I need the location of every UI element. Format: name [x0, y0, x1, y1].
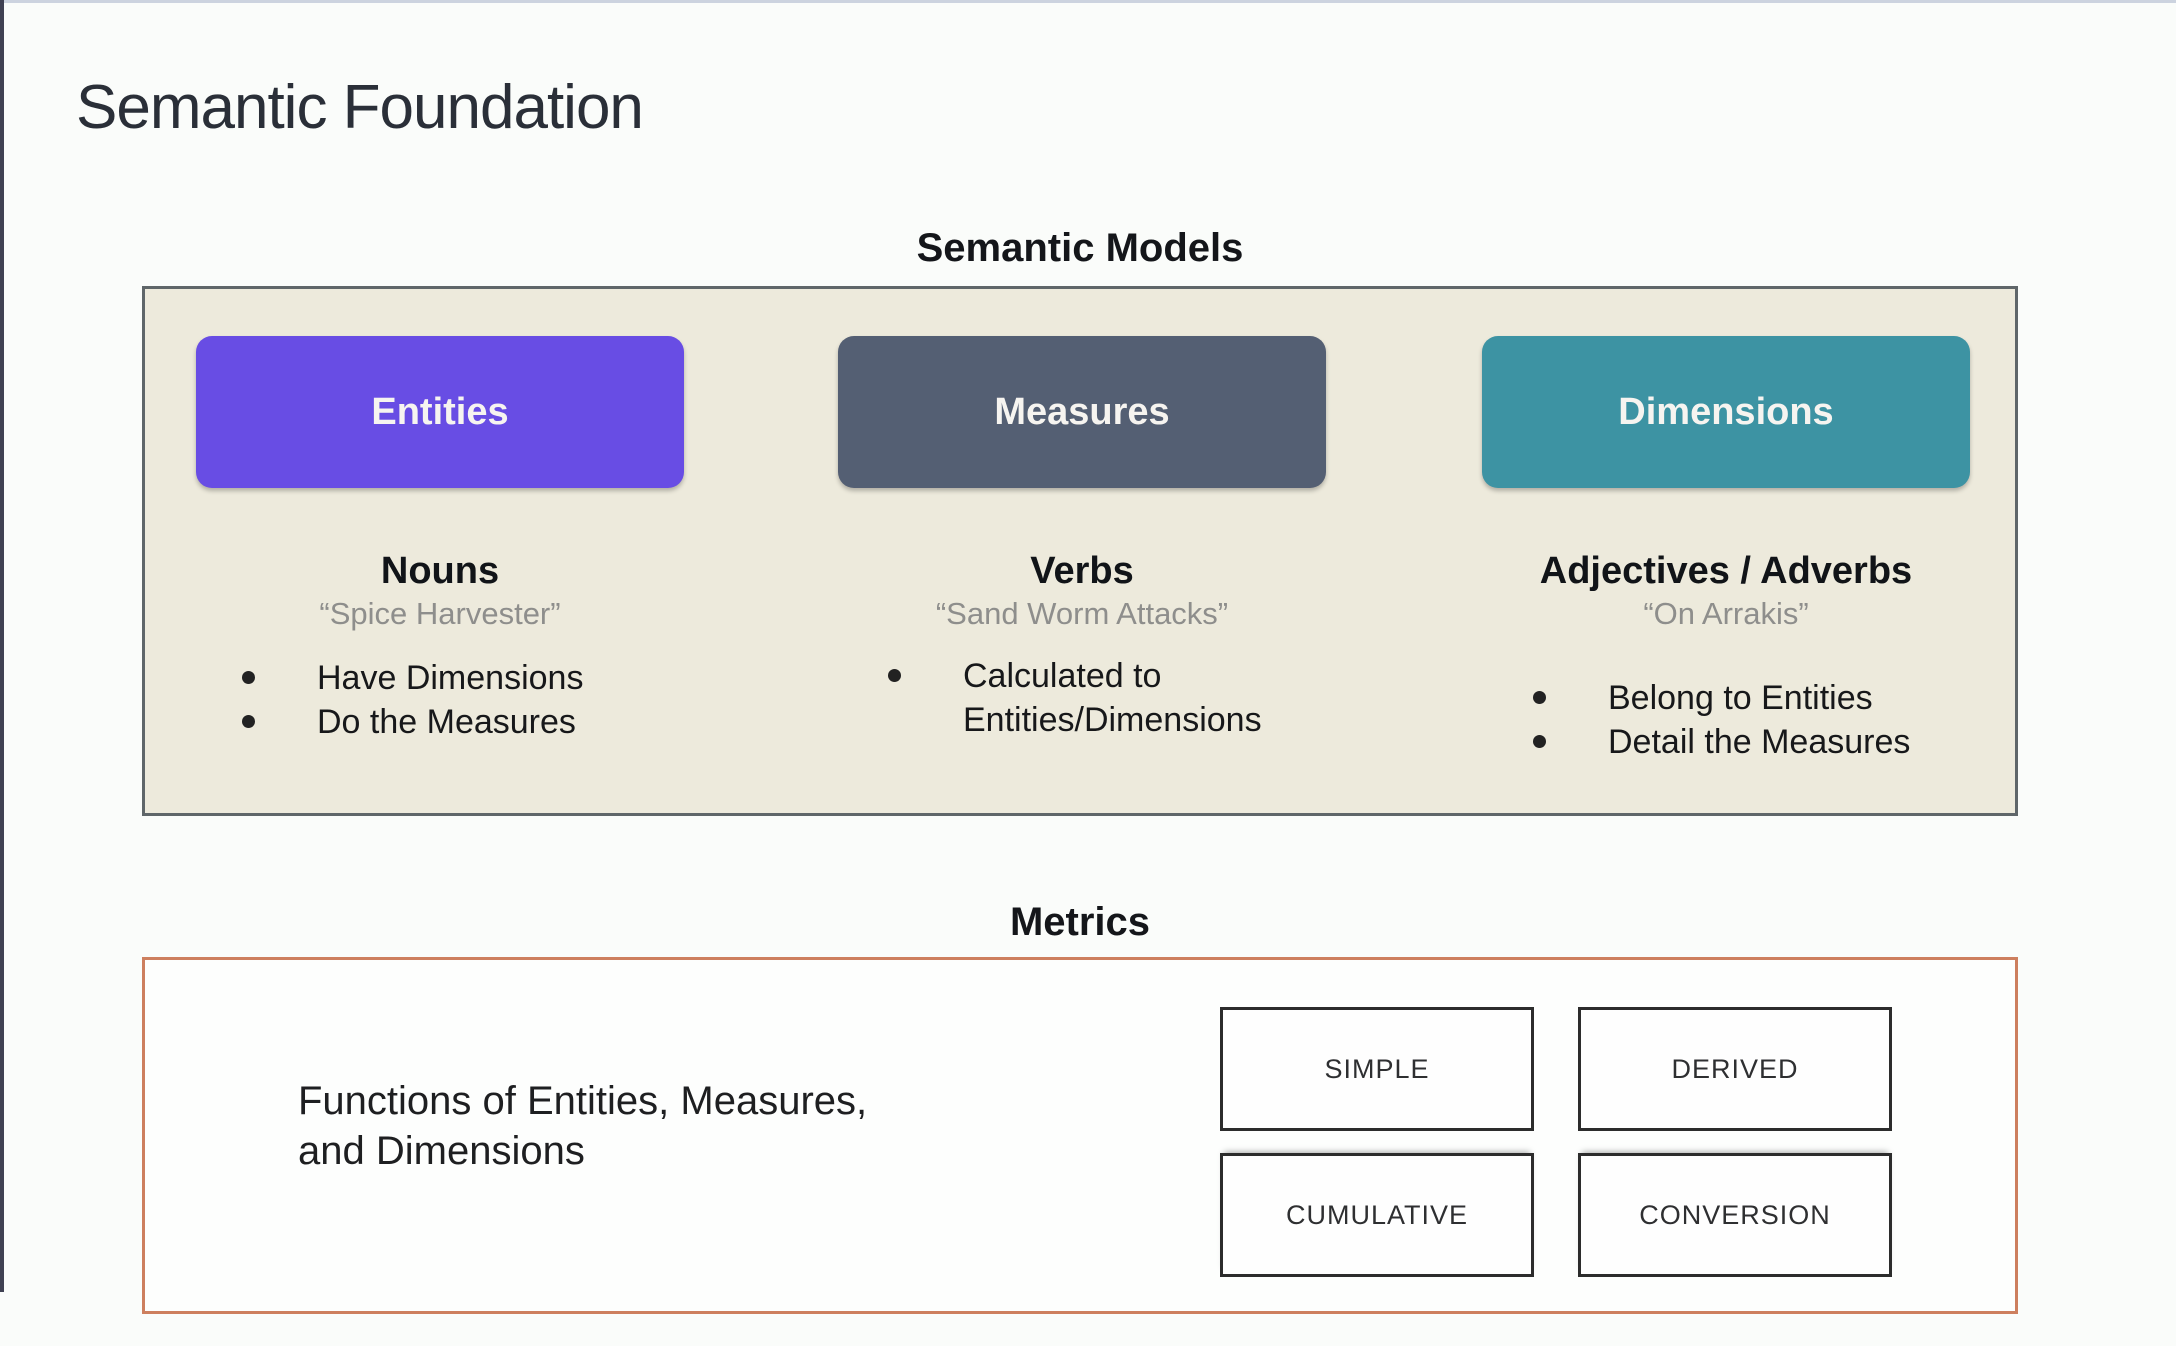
metric-type-label: SIMPLE [1324, 1053, 1430, 1084]
entities-pill: Entities [196, 336, 684, 488]
metrics-description-line2: and Dimensions [298, 1129, 585, 1173]
entities-bullet-list: Have Dimensions Do the Measures [196, 656, 684, 744]
measures-pill-label: Measures [994, 390, 1170, 433]
measures-column-heading: Verbs [1030, 550, 1134, 592]
entities-pill-label: Entities [371, 390, 509, 433]
list-item: Calculated to Entities/Dimensions [888, 654, 1326, 742]
bullet-icon [888, 669, 901, 682]
dimensions-column: Adjectives / Adverbs “On Arrakis” Belong… [1452, 548, 2000, 764]
entities-column-quote: “Spice Harvester” [319, 596, 561, 631]
bullet-text: Belong to Entities [1608, 679, 1873, 717]
bullet-text: Do the Measures [317, 703, 576, 741]
bullet-text: Detail the Measures [1608, 723, 1911, 761]
bullet-icon [1533, 735, 1546, 748]
list-item: Have Dimensions [242, 656, 684, 700]
metrics-box: Functions of Entities, Measures, and Dim… [142, 957, 2018, 1314]
dimensions-pill-label: Dimensions [1618, 390, 1834, 433]
metrics-description-line1: Functions of Entities, Measures, [298, 1079, 868, 1123]
window-top-border [0, 0, 2176, 3]
bullet-icon [1533, 691, 1546, 704]
entities-column: Nouns “Spice Harvester” Have Dimensions … [196, 548, 684, 744]
bullet-text: Calculated to Entities/Dimensions [963, 657, 1262, 739]
dimensions-pill: Dimensions [1482, 336, 1970, 488]
measures-column: Verbs “Sand Worm Attacks” Calculated to … [838, 548, 1326, 742]
measures-pill: Measures [838, 336, 1326, 488]
dimensions-bullet-list: Belong to Entities Detail the Measures [1452, 676, 2000, 764]
metric-type-cumulative: CUMULATIVE [1220, 1153, 1534, 1277]
metrics-heading: Metrics [1009, 900, 1151, 944]
metric-type-label: CONVERSION [1639, 1199, 1831, 1230]
measures-column-quote: “Sand Worm Attacks” [935, 596, 1229, 631]
list-item: Detail the Measures [1533, 720, 2000, 764]
metric-type-simple: SIMPLE [1220, 1007, 1534, 1131]
dimensions-column-heading: Adjectives / Adverbs [1539, 550, 1913, 592]
entities-column-heading: Nouns [380, 550, 500, 592]
metric-type-conversion: CONVERSION [1578, 1153, 1892, 1277]
bullet-icon [242, 671, 255, 684]
list-item: Belong to Entities [1533, 676, 2000, 720]
metric-type-label: DERIVED [1671, 1053, 1799, 1084]
metric-type-derived: DERIVED [1578, 1007, 1892, 1131]
bullet-icon [242, 715, 255, 728]
bullet-text: Have Dimensions [317, 659, 584, 697]
metrics-description: Functions of Entities, Measures, and Dim… [298, 1076, 867, 1176]
measures-bullet-list: Calculated to Entities/Dimensions [838, 654, 1326, 742]
semantic-models-heading: Semantic Models [916, 226, 1244, 270]
dimensions-column-quote: “On Arrakis” [1643, 596, 1809, 631]
window-left-border [0, 0, 4, 1292]
page-title: Semantic Foundation [76, 73, 644, 142]
list-item: Do the Measures [242, 700, 684, 744]
metric-type-label: CUMULATIVE [1285, 1199, 1469, 1230]
